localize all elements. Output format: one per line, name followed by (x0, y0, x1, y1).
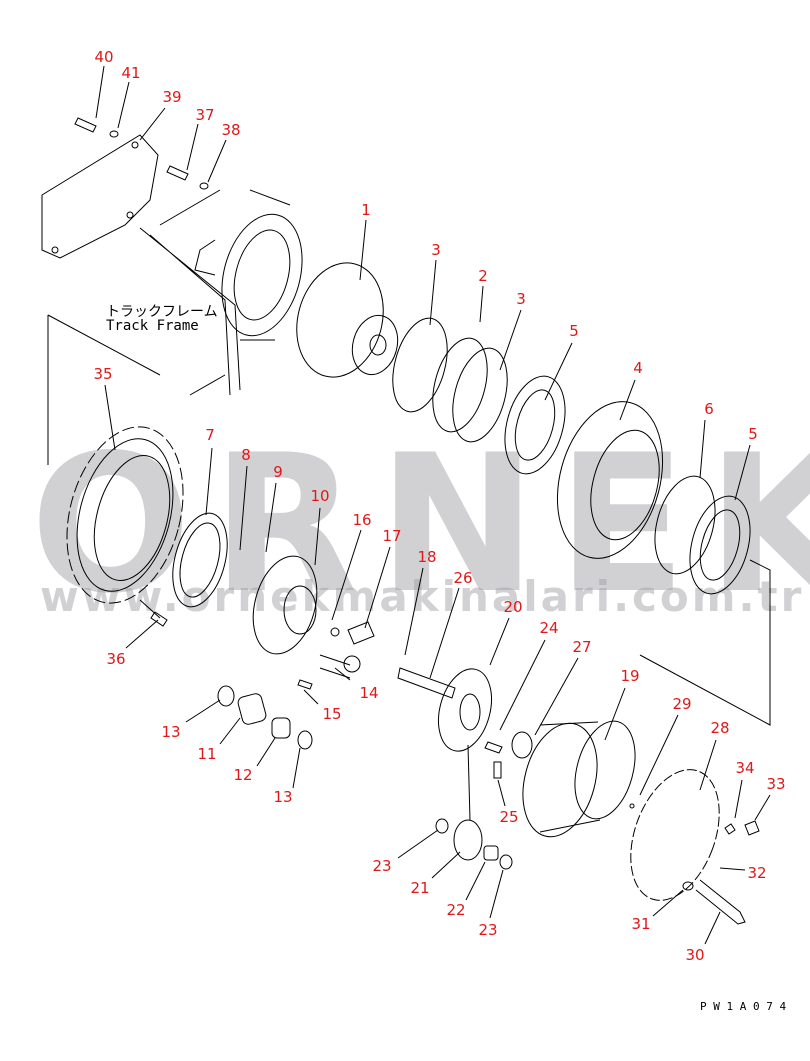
part-label-9: 9 (273, 463, 283, 481)
bolts-top (74, 117, 209, 190)
part-label-26: 26 (453, 569, 473, 587)
part-label-39: 39 (162, 88, 182, 106)
part-label-33: 33 (766, 775, 786, 793)
part-label-3b: 3 (516, 290, 526, 308)
part-label-41: 41 (121, 64, 141, 82)
part-label-25: 25 (499, 808, 519, 826)
part-label-35: 35 (93, 365, 113, 383)
leader-lines (47, 65, 771, 945)
part-label-16: 16 (352, 511, 372, 529)
part-label-37: 37 (195, 106, 215, 124)
part-label-3: 3 (431, 241, 441, 259)
part-label-30: 30 (685, 946, 705, 964)
part-label-6: 6 (704, 400, 714, 418)
travel-motor (296, 262, 399, 378)
part-label-11: 11 (197, 745, 217, 763)
part-label-32: 32 (747, 864, 767, 882)
part-label-2: 2 (478, 267, 488, 285)
part-label-17: 17 (382, 527, 402, 545)
part-label-7: 7 (205, 426, 215, 444)
part-label-31: 31 (631, 915, 651, 933)
part-label-18: 18 (417, 548, 437, 566)
part-label-5b: 5 (748, 425, 758, 443)
part-label-38: 38 (221, 121, 241, 139)
track-frame (139, 189, 303, 396)
part-label-15: 15 (322, 705, 342, 723)
part-label-10: 10 (310, 487, 330, 505)
part-label-4: 4 (633, 359, 643, 377)
part-label-13: 13 (161, 723, 181, 741)
part-label-5: 5 (569, 322, 579, 340)
part-label-23: 23 (372, 857, 392, 875)
drawing-code: P W 1 A 0 7 4 (700, 1000, 787, 1013)
part-label-21: 21 (410, 879, 430, 897)
part-label-12: 12 (233, 766, 253, 784)
part-label-29: 29 (672, 695, 692, 713)
part-label-22: 22 (446, 901, 466, 919)
part-label-28: 28 (710, 719, 730, 737)
part-label-27: 27 (572, 638, 592, 656)
part-label-1: 1 (361, 201, 371, 219)
frame-label-en: Track Frame (106, 318, 199, 334)
frame-label-jp: トラックフレーム (106, 304, 218, 320)
cover-plate (41, 134, 159, 259)
part-label-40: 40 (94, 48, 114, 66)
part-label-23b: 23 (478, 921, 498, 939)
part-label-14: 14 (359, 684, 379, 702)
part-label-19: 19 (620, 667, 640, 685)
watermark-brand: ORNEK (30, 414, 810, 635)
part-label-8: 8 (241, 446, 251, 464)
sprocket (66, 426, 184, 604)
part-label-20: 20 (503, 598, 523, 616)
part-label-36: 36 (106, 650, 126, 668)
part-label-24: 24 (539, 619, 559, 637)
part-label-34: 34 (735, 759, 755, 777)
part-label-13b: 13 (273, 788, 293, 806)
